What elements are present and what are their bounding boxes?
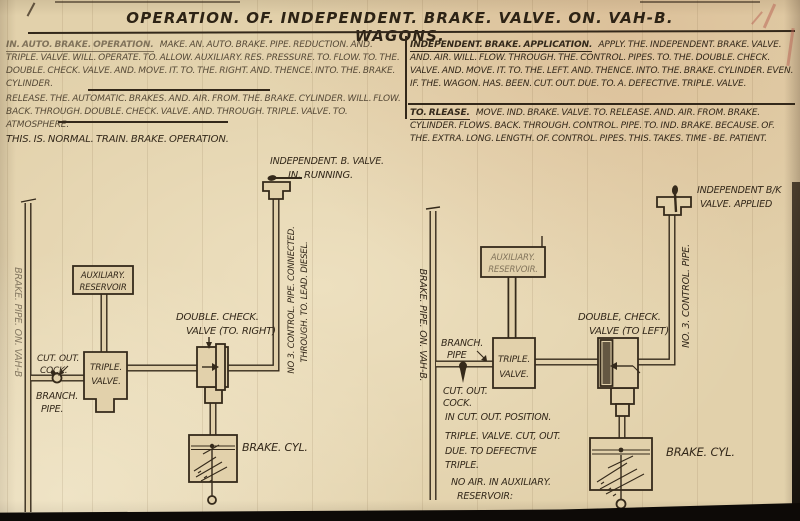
left-release-paragraph-wrap: RELEASE. THE. AUTOMATIC. BRAKES. AND. AI… xyxy=(6,93,403,132)
cutout-note-line: TRIPLE. xyxy=(445,460,479,471)
normal-operation-note-wrap: THIS. IS. NORMAL. TRAIN. BRAKE. OPERATIO… xyxy=(6,133,403,146)
release-paragraph: RELEASE. THE. AUTOMATIC. BRAKES. AND. AI… xyxy=(6,93,403,132)
cutout-note-line: IN CUT. OUT. POSITION. xyxy=(445,412,551,423)
left-brake-pipe-vertical-label: BRAKE. PIPE. ON. VAH-B xyxy=(12,267,23,377)
left-flow-arrow-icon xyxy=(610,362,617,370)
right-brake-cylinder xyxy=(589,437,653,510)
right-dcv-to-cylinder-pipe xyxy=(610,387,635,438)
left-independent-brake-valve xyxy=(262,175,302,200)
to-release-paragraph: TO. RLEASE.MOVE. IND. BRAKE. VALVE. TO. … xyxy=(410,107,796,146)
right-text-column: INDEPENDENT. BRAKE. APPLICATION.APPLY. T… xyxy=(410,39,796,91)
left-double-check-valve xyxy=(196,343,229,391)
left-auxiliary-reservoir: AUXILIARY. RESERVOIR xyxy=(72,265,134,295)
cutout-note-line: TRIPLE. VALVE. CUT, OUT. xyxy=(445,431,560,442)
right-paragraph-separator xyxy=(408,103,795,105)
right-ind-valve-label-1: INDEPENDENT B/K xyxy=(697,185,782,196)
right-auxiliary-reservoir: AUXILIARY. RESERVOIR. xyxy=(480,236,546,278)
column-divider-line xyxy=(405,36,407,119)
shuttle-seated-left-icon xyxy=(602,342,611,384)
right-ind-valve-label-2: VALVE. APPLIED xyxy=(700,199,772,210)
right-release-paragraph-wrap: TO. RLEASE.MOVE. IND. BRAKE. VALVE. TO. … xyxy=(410,107,796,146)
photo-right-edge xyxy=(792,182,800,509)
right-double-check-valve xyxy=(597,337,641,389)
right-control-pipe-vertical-label: NO. 3. CONTROL. PIPE. xyxy=(681,244,692,348)
left-branch-label-1: BRANCH. xyxy=(36,391,78,402)
right-triple-label-1: TRIPLE. xyxy=(498,355,530,365)
left-diagram-running-condition: AUXILIARY. RESERVOIR TRIPLE. VALVE. CUT.… xyxy=(12,156,384,512)
right-aux-label-1: AUXILIARY. xyxy=(490,253,535,263)
right-flow-arrow-icon xyxy=(212,363,219,371)
to-release-body: MOVE. IND. BRAKE. VALVE. TO. RELEASE. AN… xyxy=(410,108,775,144)
left-aux-label-2: RESERVOIR xyxy=(79,283,126,293)
left-dcv-to-cylinder-pipe xyxy=(204,386,223,436)
valve-handle-horizontal-icon xyxy=(267,175,277,181)
left-paragraph-rule-2 xyxy=(58,121,228,123)
right-dcv-label-1: DOUBLE, CHECK. xyxy=(578,312,661,323)
top-edge-mark xyxy=(55,1,240,3)
left-brake-cylinder xyxy=(188,434,238,505)
left-text-column: IN. AUTO. BRAKE. OPERATION.MAKE. AN. AUT… xyxy=(6,39,403,91)
right-brake-pipe-vertical-label: BRAKE. PIPE. ON. VAH-B. xyxy=(417,269,428,382)
cutout-note-line: COCK. xyxy=(443,398,472,409)
left-control-pipe-vertical-label-2: THROUGH. TO. LEAD. DIESEL. xyxy=(300,241,310,362)
right-brake-pipe xyxy=(425,206,441,500)
left-cutout-label-2: COCK. xyxy=(40,366,67,376)
left-triple-label-2: VALVE. xyxy=(91,377,121,387)
left-paragraph-rule-1 xyxy=(88,89,270,91)
cutout-note-line: CUT. OUT. xyxy=(443,386,488,397)
right-branch-label-2: PIPE xyxy=(447,350,467,361)
independent-application-body: APPLY. THE. INDEPENDENT. BRAKE. VALVE. A… xyxy=(410,40,794,89)
right-triple-label-2: VALVE. xyxy=(499,370,529,380)
left-branch-label-2: PIPE. xyxy=(41,404,63,415)
left-control-pipe-run xyxy=(227,196,280,372)
left-dcv-label-2: VALVE (TO. RIGHT) xyxy=(186,326,276,337)
left-dcv-label-1: DOUBLE. CHECK. xyxy=(176,312,259,323)
left-cutout-cock xyxy=(50,365,69,384)
left-brake-cyl-label: BRAKE. CYL. xyxy=(242,441,308,454)
auto-brake-body: MAKE. AN. AUTO. BRAKE. PIPE. REDUCTION. … xyxy=(6,40,400,89)
piston-rod-end-icon xyxy=(207,495,217,505)
cutout-note-line: DUE. TO DEFECTIVE xyxy=(445,446,537,457)
left-brake-pipe xyxy=(20,198,37,512)
to-release-heading: TO. RLEASE. xyxy=(410,108,470,120)
top-edge-mark xyxy=(640,1,760,3)
independent-application-heading: INDEPENDENT. BRAKE. APPLICATION. xyxy=(410,40,593,52)
valve-handle-vertical-icon xyxy=(671,185,679,195)
right-independent-brake-valve xyxy=(656,185,692,216)
normal-operation-note: THIS. IS. NORMAL. TRAIN. BRAKE. OPERATIO… xyxy=(6,134,229,145)
piston-rod-end-icon xyxy=(615,498,627,510)
auto-brake-paragraph: IN. AUTO. BRAKE. OPERATION.MAKE. AN. AUT… xyxy=(6,39,403,91)
left-cutout-label-1: CUT. OUT. xyxy=(37,354,79,364)
right-cutout-cock-closed xyxy=(459,361,467,383)
right-diagram-applied-condition: AUXILIARY. RESERVOIR. TRIPLE. VALVE. BRA… xyxy=(417,185,782,510)
left-control-pipe-vertical-label-1: NO 3. CONTROL. PIPE. CONNECTED. xyxy=(287,226,297,373)
cutout-note-line: NO AIR. IN AUXILIARY. xyxy=(451,477,551,488)
left-triple-label-1: TRIPLE. xyxy=(90,363,122,373)
left-triple-valve: TRIPLE. VALVE. xyxy=(83,351,128,413)
right-cutout-note: CUT. OUT. COCK. IN CUT. OUT. POSITION. T… xyxy=(443,386,561,502)
right-control-pipe-run xyxy=(638,212,676,366)
release-body: RELEASE. THE. AUTOMATIC. BRAKES. AND. AI… xyxy=(6,94,401,130)
right-branch-pointer-arrow-icon xyxy=(476,350,487,361)
left-ind-valve-label-2: IN. RUNNING. xyxy=(288,170,353,181)
cutout-note-line: RESERVOIR: xyxy=(457,491,513,502)
right-brake-cyl-label: BRAKE. CYL. xyxy=(666,445,735,459)
left-ind-valve-label-1: INDEPENDENT. B. VALVE. xyxy=(270,156,384,167)
auto-brake-heading: IN. AUTO. BRAKE. OPERATION. xyxy=(6,40,154,52)
right-triple-valve: TRIPLE. VALVE. xyxy=(492,337,536,389)
right-aux-label-2: RESERVOIR. xyxy=(488,265,538,275)
right-branch-label-1: BRANCH. xyxy=(441,338,483,349)
left-aux-label-1: AUXILIARY. xyxy=(80,271,125,281)
independent-application-paragraph: INDEPENDENT. BRAKE. APPLICATION.APPLY. T… xyxy=(410,39,796,91)
right-dcv-label-2: VALVE (TO LEFT) xyxy=(589,326,669,337)
left-dcv-pointer-arrow-icon xyxy=(206,337,212,349)
